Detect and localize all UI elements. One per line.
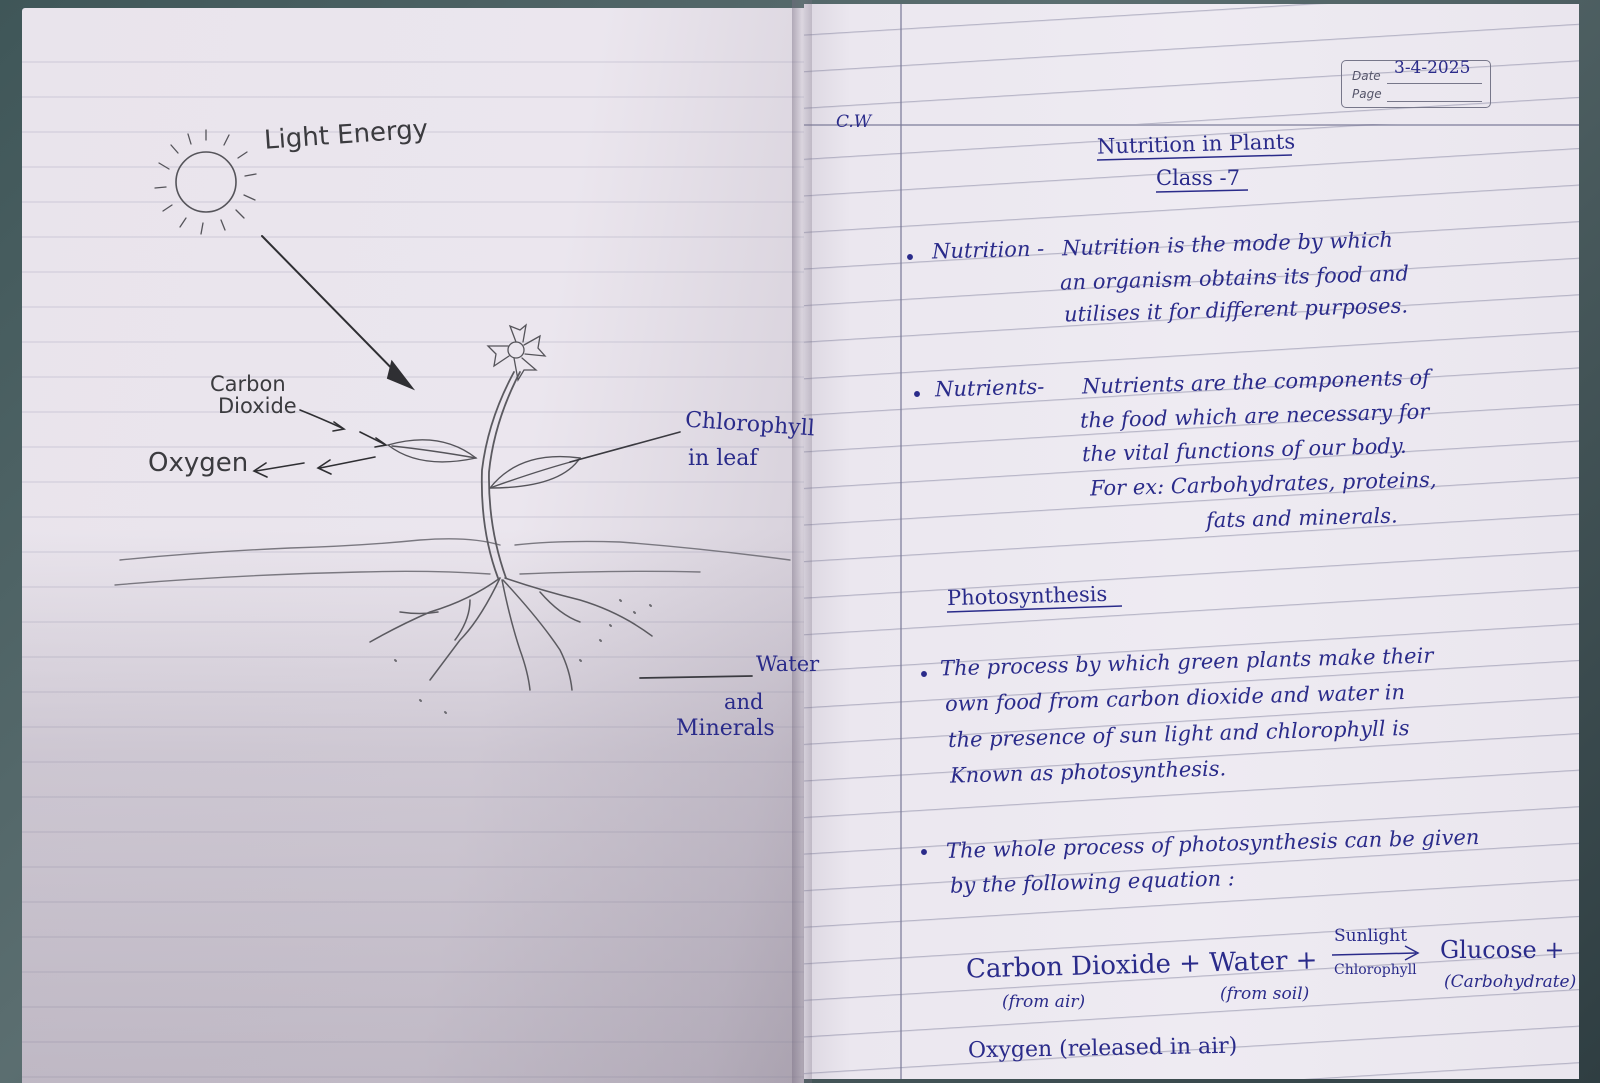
date-box: Date Page 3-4-2025	[1341, 58, 1491, 108]
equation-product-note: (Carbohydrate)	[1444, 972, 1577, 992]
margin-line	[900, 4, 902, 1079]
label-oxygen: Oxygen	[148, 448, 249, 478]
stem	[480, 371, 521, 579]
margin-note: C.W	[836, 112, 872, 132]
equation-from-soil: (from soil)	[1220, 984, 1310, 1004]
label-water: Water	[756, 652, 820, 676]
page-subtitle: Class -7	[1156, 166, 1240, 190]
equation-from-air: (from air)	[1002, 992, 1086, 1012]
soil-dots	[394, 599, 652, 714]
ground-lines	[114, 538, 791, 586]
title-underline	[1096, 154, 1293, 161]
date-label: Date	[1352, 69, 1381, 83]
nutrients-line: fats and minerals.	[1205, 503, 1398, 533]
subtitle-underline	[1155, 189, 1249, 193]
flower-icon	[486, 323, 547, 382]
water-pointer	[639, 675, 753, 679]
photosynthesis-underline	[946, 605, 1123, 613]
header-line	[804, 124, 1579, 126]
equation-above-arrow: Sunlight	[1334, 926, 1408, 946]
sun-icon	[154, 129, 257, 235]
page-label: Page	[1352, 87, 1382, 101]
equation-product-oxygen: Oxygen (released in air)	[967, 1033, 1238, 1064]
label-dioxide: Dioxide	[218, 394, 297, 418]
label-minerals: Minerals	[676, 716, 775, 741]
right-leaf	[488, 455, 582, 489]
right-page-rules	[804, 4, 1579, 1079]
label-carbon: Carbon	[210, 372, 286, 396]
equation-product-glucose: Glucose +	[1440, 936, 1565, 964]
nutrients-term: Nutrients-	[934, 374, 1045, 402]
notebook-spine	[792, 0, 812, 1083]
left-leaf	[386, 439, 478, 463]
oxygen-arrow-icon	[252, 456, 376, 478]
equation-below-arrow: Chlorophyll	[1334, 962, 1417, 978]
light-arrow-icon	[261, 235, 416, 391]
left-page-rules	[22, 8, 804, 1083]
label-and: and	[724, 690, 764, 714]
carbon-dioxide-arrow-icon	[299, 409, 389, 448]
right-page	[804, 4, 1579, 1079]
nutrition-term: Nutrition -	[931, 236, 1045, 264]
date-value: 3-4-2025	[1394, 58, 1471, 78]
chlorophyll-pointer	[569, 431, 681, 463]
photosynthesis-heading: Photosynthesis	[946, 581, 1108, 611]
roots	[369, 577, 653, 691]
label-in-leaf: in leaf	[688, 446, 758, 471]
